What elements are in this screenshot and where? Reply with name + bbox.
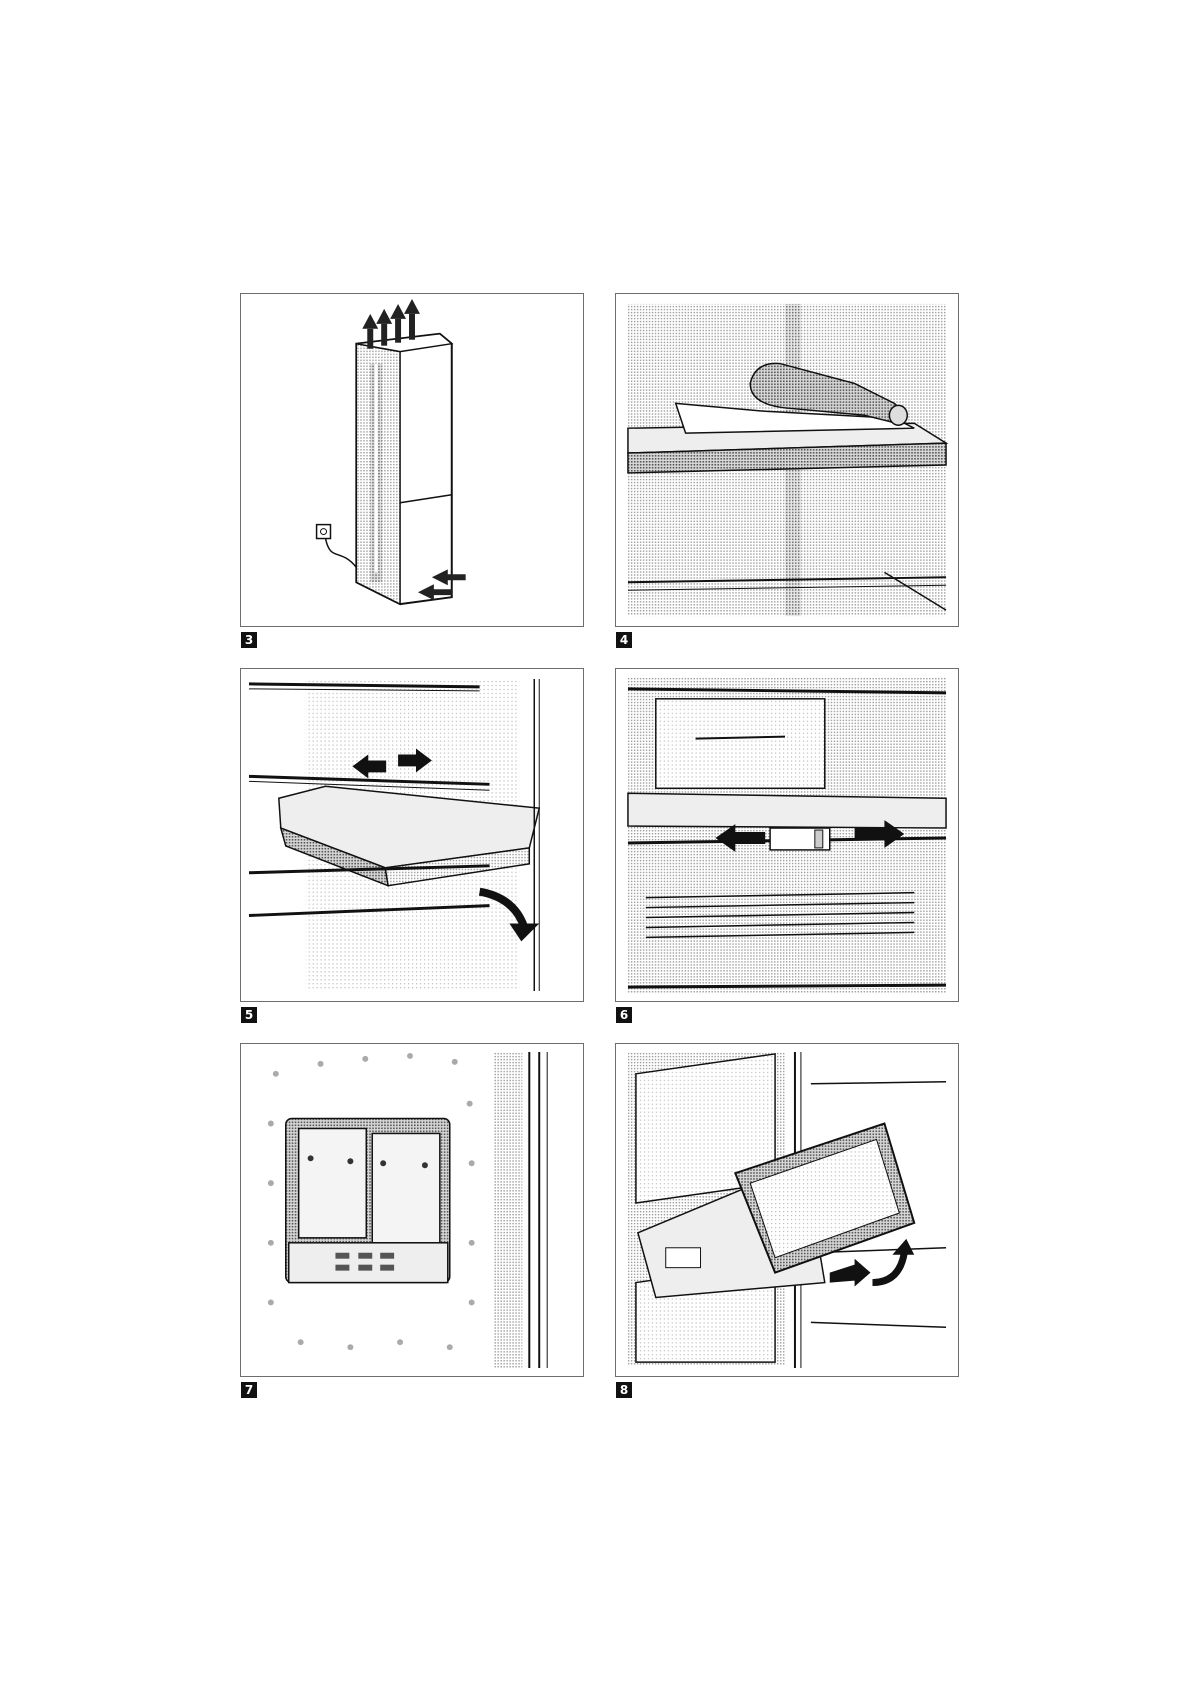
- sliding-shelf-illustration: [616, 669, 958, 1001]
- figure-6-panel: [615, 668, 959, 1002]
- figure-3-panel: [240, 293, 584, 627]
- bottle-rack-illustration: [616, 294, 958, 626]
- figure-8-panel: [615, 1043, 959, 1377]
- figure-number-badge: 5: [241, 1007, 257, 1023]
- freezer-drawer-removal-illustration: [616, 1044, 958, 1376]
- figure-number-badge: 8: [616, 1382, 632, 1398]
- figure-7-panel: [240, 1043, 584, 1377]
- ventilation-illustration: [241, 294, 583, 626]
- figure-4-panel: [615, 293, 959, 627]
- figure-5-panel: [240, 668, 584, 1002]
- figure-number-badge: 3: [241, 632, 257, 648]
- figure-number-badge: 7: [241, 1382, 257, 1398]
- ice-pack-holder-illustration: [241, 1044, 583, 1376]
- figure-number-badge: 4: [616, 632, 632, 648]
- figure-number-badge: 6: [616, 1007, 632, 1023]
- ice-pack-holder: [286, 1119, 450, 1283]
- slider-handle: [770, 828, 830, 850]
- shelf-drawer-illustration: [241, 669, 583, 1001]
